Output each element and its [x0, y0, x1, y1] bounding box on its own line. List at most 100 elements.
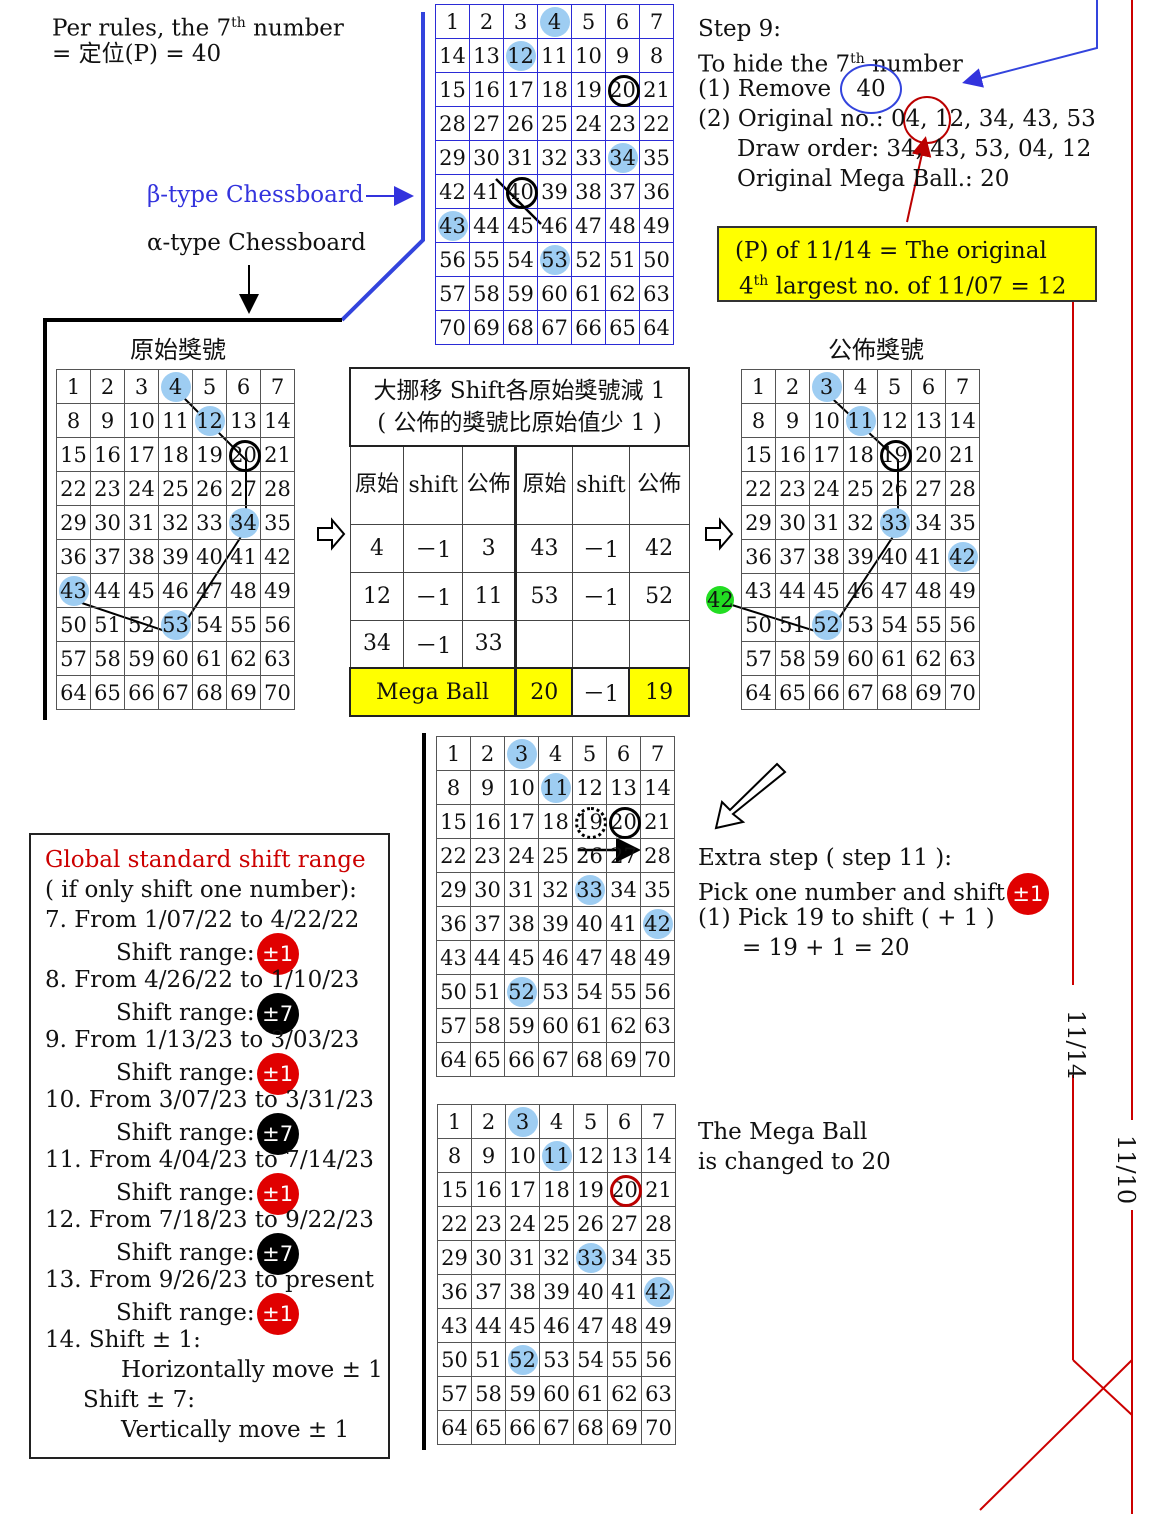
board-cell: 48 — [911, 573, 946, 608]
board-cell: 13 — [606, 770, 641, 805]
shift-badge: ±7 — [256, 1113, 299, 1155]
board-cell: 53 — [538, 974, 573, 1009]
board-cell: 32 — [539, 1240, 574, 1275]
highlight-dot — [642, 908, 673, 939]
board-cell: 65 — [775, 675, 810, 710]
board-cell: 66 — [571, 310, 606, 345]
board-cell: 27 — [226, 471, 261, 506]
board-cell: 20 — [911, 437, 946, 472]
board-cell: 15 — [56, 437, 91, 472]
board-cell: 1 — [436, 736, 471, 771]
board-cell: 9 — [90, 403, 125, 438]
board-cell: 69 — [607, 1410, 642, 1445]
highlight-dot — [58, 575, 89, 606]
board-cell: 11 — [843, 403, 878, 438]
board-cell: 7 — [641, 1104, 676, 1139]
board-cell: 16 — [775, 437, 810, 472]
step9-draw-order: Draw order: 34, 43, 53, 04, 12 — [737, 136, 1092, 162]
board-cell: 3 — [809, 369, 844, 404]
board-cell: 52 — [505, 1342, 540, 1377]
board-cell: 3 — [124, 369, 159, 404]
shift-range-row: Shift range:±1 — [116, 1173, 299, 1215]
board-cell: 39 — [538, 906, 573, 941]
board-cell: 55 — [226, 607, 261, 642]
board-cell: 10 — [124, 403, 159, 438]
shift-table: 大挪移 Shift各原始獎號減 1( 公佈的獎號比原始值少 1 ) 原始 shi… — [349, 367, 690, 717]
board-cell: 35 — [640, 872, 675, 907]
board-cell: 26 — [192, 471, 227, 506]
board-cell: 57 — [437, 1376, 472, 1411]
board-cell: 55 — [469, 242, 504, 277]
board-cell: 25 — [843, 471, 878, 506]
board-cell: 42 — [945, 539, 980, 574]
board-cell: 54 — [877, 607, 912, 642]
board-cell: 11 — [158, 403, 193, 438]
board-cell: 48 — [606, 940, 641, 975]
board-cell: 40 — [877, 539, 912, 574]
board-cell: 1 — [741, 369, 776, 404]
board-cell: 37 — [470, 906, 505, 941]
board-cell: 29 — [436, 872, 471, 907]
highlight-dot — [575, 1242, 606, 1273]
board-cell: 35 — [639, 140, 674, 175]
board-cell: 49 — [260, 573, 295, 608]
board-cell: 52 — [809, 607, 844, 642]
board-cell: 13 — [911, 403, 946, 438]
board-cell: 58 — [90, 641, 125, 676]
red-circle-12 — [903, 96, 951, 144]
highlight-dot — [539, 6, 570, 37]
board-cell: 44 — [775, 573, 810, 608]
board-cell: 52 — [124, 607, 159, 642]
board-cell: 51 — [470, 974, 505, 1009]
board-cell: 69 — [911, 675, 946, 710]
board-cell: 62 — [607, 1376, 642, 1411]
board-cell: 51 — [471, 1342, 506, 1377]
board-cell: 68 — [192, 675, 227, 710]
highlight-dot — [845, 405, 876, 436]
board-cell: 58 — [775, 641, 810, 676]
board-cell: 38 — [504, 906, 539, 941]
board-cell: 36 — [741, 539, 776, 574]
rule-line-2: = 定位(P) = 40 — [52, 41, 222, 67]
highlight-dot — [539, 244, 570, 275]
board-cell: 22 — [437, 1206, 472, 1241]
red-ring-marker — [609, 1174, 642, 1207]
board-cell: 2 — [775, 369, 810, 404]
shift-badge: ±1 — [256, 933, 299, 975]
board-cell: 14 — [641, 1138, 676, 1173]
board-cell: 10 — [504, 770, 539, 805]
board-cell: 29 — [56, 505, 91, 540]
board-cell: 40 — [573, 1274, 608, 1309]
board-cell: 69 — [226, 675, 261, 710]
board-cell: 2 — [470, 736, 505, 771]
highlight-dot — [879, 507, 910, 538]
board-cell: 49 — [639, 208, 674, 243]
board-cell: 45 — [124, 573, 159, 608]
board-cell: 42 — [260, 539, 295, 574]
board-cell: 15 — [741, 437, 776, 472]
board-cell: 68 — [572, 1042, 607, 1077]
board-cell: 19 — [572, 804, 607, 839]
board-cell: 28 — [945, 471, 980, 506]
board-cell: 70 — [640, 1042, 675, 1077]
board-cell: 38 — [571, 174, 606, 209]
board-cell: 20 — [226, 437, 261, 472]
board-cell: 49 — [640, 940, 675, 975]
board-cell: 8 — [436, 770, 471, 805]
board-cell: 5 — [571, 4, 606, 39]
highlight-dot — [160, 371, 191, 402]
board-cell: 18 — [537, 72, 572, 107]
board-cell: 4 — [843, 369, 878, 404]
board-cell: 50 — [436, 974, 471, 1009]
board-cell: 10 — [505, 1138, 540, 1173]
board-cell: 48 — [226, 573, 261, 608]
board-cell: 64 — [639, 310, 674, 345]
board-cell: 3 — [504, 736, 539, 771]
board-cell: 67 — [158, 675, 193, 710]
board-cell: 58 — [471, 1376, 506, 1411]
board-cell: 57 — [56, 641, 91, 676]
board-cell: 28 — [640, 838, 675, 873]
board-cell: 26 — [877, 471, 912, 506]
